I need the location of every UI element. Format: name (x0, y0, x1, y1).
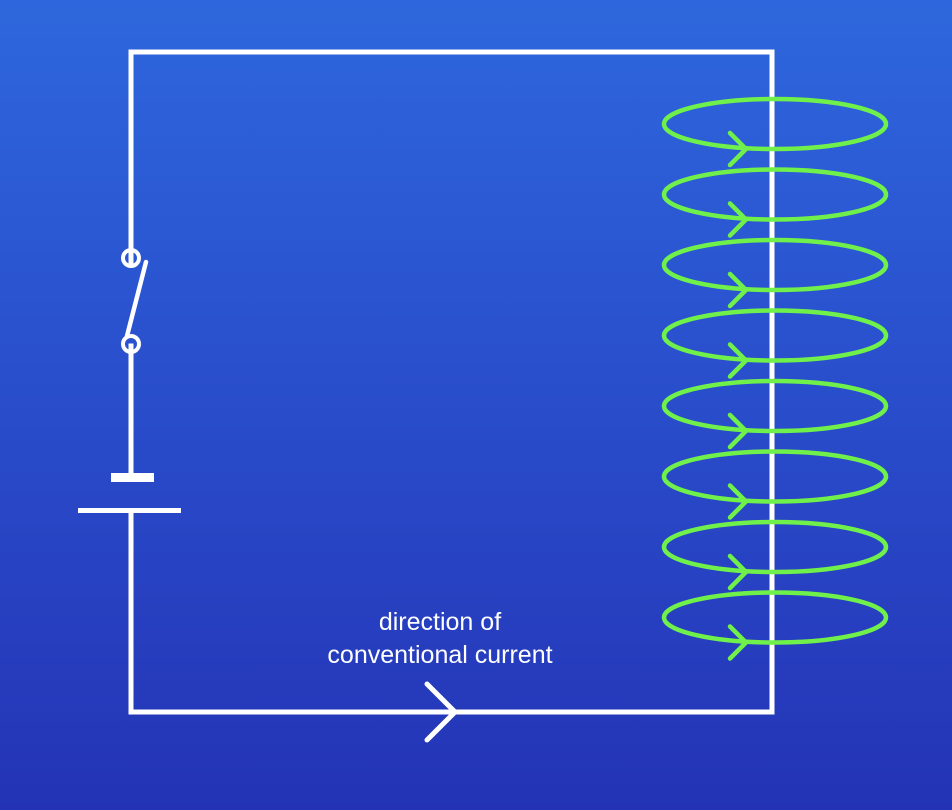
field-direction-arrow (727, 201, 750, 238)
field-loop (661, 167, 889, 238)
field-loop-ellipse (661, 167, 889, 222)
field-loop (661, 449, 889, 520)
field-direction-arrow (727, 412, 750, 450)
field-loop-ellipse (661, 237, 889, 293)
field-loop-ellipse (661, 96, 889, 152)
field-direction-arrow (727, 342, 750, 379)
field-loop (661, 308, 889, 379)
field-loop (661, 237, 889, 309)
current-direction-arrow (424, 681, 459, 743)
field-direction-arrow (727, 483, 750, 520)
field-direction-arrow (727, 553, 750, 591)
field-loop-ellipse (661, 519, 889, 575)
field-loop-ellipse (661, 308, 889, 363)
field-direction-arrow (727, 130, 750, 168)
field-loop-ellipse (661, 449, 889, 504)
battery-icon (78, 473, 181, 513)
field-loop (661, 378, 889, 450)
current-direction-label: direction of conventional current (290, 606, 590, 672)
label-line-2: conventional current (327, 641, 553, 669)
label-line-1: direction of (378, 608, 502, 636)
field-loop (661, 96, 889, 168)
field-direction-arrow (727, 624, 750, 661)
field-loop (661, 519, 889, 591)
field-loop-ellipse (661, 590, 889, 645)
switch-icon (121, 248, 149, 354)
field-loop-ellipse (661, 378, 889, 434)
field-loop (661, 590, 889, 661)
field-direction-arrow (727, 271, 750, 309)
magnetic-field-loops (661, 96, 889, 661)
